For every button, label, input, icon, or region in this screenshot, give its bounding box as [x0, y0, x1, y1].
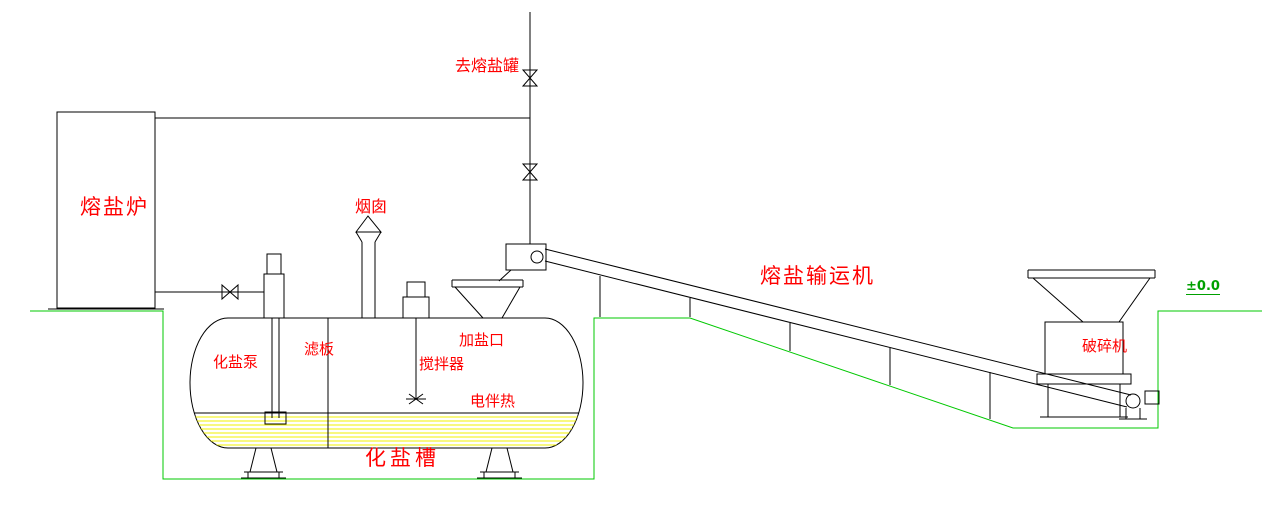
salt-inlet-funnel: [451, 279, 524, 319]
tank-liquid: [190, 412, 583, 446]
valve-icon: [221, 283, 239, 301]
salt-tank-label: 化盐槽: [365, 446, 440, 470]
conveyor-supports: [599, 276, 991, 419]
crusher-assembly: [1027, 269, 1156, 418]
conveyor-belt: [544, 248, 1132, 408]
to-melt-tank-label: 去熔盐罐: [455, 56, 520, 75]
conveyor-tail: [1119, 390, 1160, 420]
salt-tank-shell: [189, 317, 584, 449]
filter-plate-label: 滤板: [304, 340, 335, 358]
salt-pump-label: 化盐泵: [213, 353, 259, 371]
agitator-label: 搅拌器: [419, 355, 465, 373]
tank-supports: [241, 447, 522, 479]
crusher-label: 破碎机: [1082, 337, 1128, 355]
chimney-label: 烟囱: [355, 197, 388, 216]
salt-pump-assembly: [263, 253, 287, 425]
furnace-label: 熔盐炉: [80, 195, 149, 219]
heat-tracing-lines: [190, 416, 583, 446]
valve-icon: [521, 163, 539, 181]
pipe-to-melt-tank: [155, 12, 531, 244]
furnace-outline: [48, 111, 164, 310]
conveyor-label: 熔盐输运机: [760, 264, 875, 288]
valve-icon: [521, 69, 539, 87]
agitator-assembly: [402, 281, 430, 405]
chimney-stack: [355, 215, 383, 318]
ground-and-pit-lines: [30, 310, 1262, 480]
salt-inlet-label: 加盐口: [459, 331, 505, 349]
conveyor-head: [498, 243, 547, 282]
elevation-mark: ±0.0: [1186, 279, 1220, 295]
heat-tracing-label: 电伴热: [470, 392, 516, 410]
